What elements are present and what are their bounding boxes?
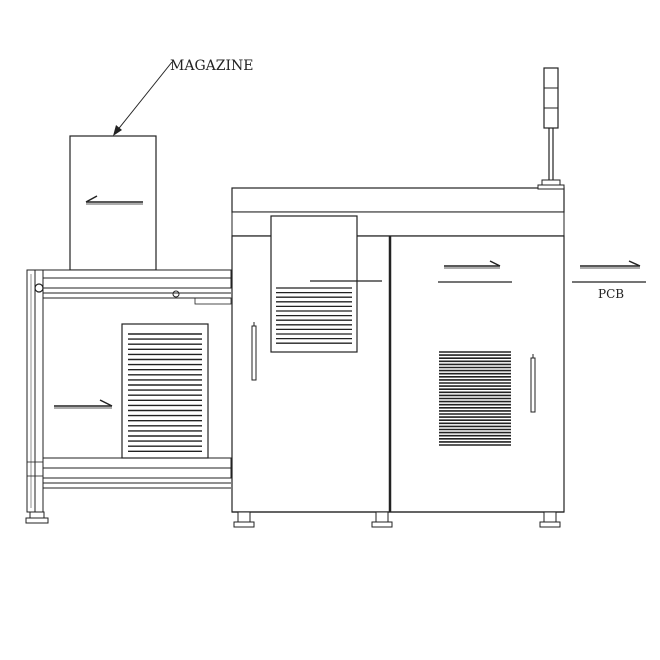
magazine-leader-line (113, 61, 173, 136)
cabinet-magazine-boards (276, 287, 352, 344)
right-arrow-icon (54, 399, 113, 409)
pcb-label: PCB (598, 287, 624, 301)
right-door-handle (530, 354, 536, 413)
cabinet-magazine (270, 215, 382, 353)
magazine-conveyor-frame (25, 269, 232, 524)
magazine-box (69, 135, 157, 271)
magazine-label: MAGAZINE (170, 58, 253, 74)
cabinet-feet (233, 511, 561, 528)
buffer-magazine-boards (128, 333, 202, 452)
right-arrow-icon (438, 260, 512, 283)
signal-tower-icon (537, 67, 565, 190)
right-arrow-icon (572, 260, 646, 283)
vent-grille (439, 351, 511, 446)
buffer-magazine (121, 323, 209, 459)
left-door-handle (251, 322, 257, 381)
left-arrow-icon (85, 195, 143, 205)
